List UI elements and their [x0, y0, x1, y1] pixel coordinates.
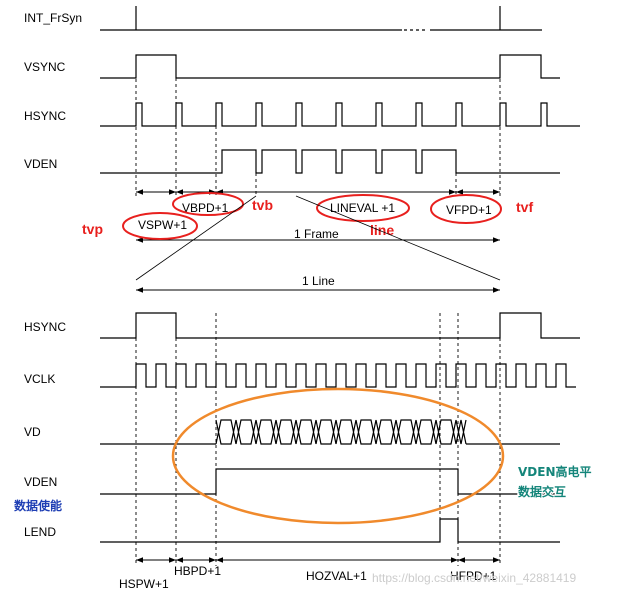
hsync-top-label: HSYNC: [24, 109, 66, 123]
hsync-bottom-waveform: [100, 312, 580, 339]
int-frsyn-label: INT_FrSyn: [24, 11, 82, 25]
svg-text:VDEN高电平: VDEN高电平: [518, 464, 592, 479]
line-annotation: line: [370, 222, 394, 238]
frame-dimension-arrows: [136, 189, 500, 243]
hsync-top-waveform: [100, 102, 580, 127]
hspw-label: HSPW+1: [119, 577, 169, 591]
orange-highlight-ellipse: [171, 387, 505, 525]
vsync-label: VSYNC: [24, 60, 66, 74]
hbpd-label: HBPD+1: [174, 564, 221, 578]
tvb-annotation: tvb: [252, 197, 273, 213]
int-frsyn-waveform: [100, 6, 542, 31]
vden-high-annotation: VDEN高电平 数据交互: [517, 463, 593, 501]
lend-waveform: [100, 518, 560, 543]
red-annotation-ellipses: [122, 192, 502, 240]
vbpd-label: VBPD+1: [182, 201, 229, 215]
vden-top-label: VDEN: [24, 157, 57, 171]
svg-text:数据交互: 数据交互: [518, 484, 566, 499]
vfpd-label: VFPD+1: [446, 203, 492, 217]
vclk-label: VCLK: [24, 372, 55, 386]
frame-label: 1 Frame: [294, 227, 339, 241]
hsync-bottom-label: HSYNC: [24, 320, 66, 334]
data-enable-annotation: 数据使能: [14, 498, 62, 513]
vden-bottom-label: VDEN: [24, 475, 57, 489]
zoom-projection-lines: [135, 195, 501, 281]
hozval-label: HOZVAL+1: [306, 569, 367, 583]
one-line-label: 1 Line: [302, 274, 335, 288]
hfpd-label: HFPD+1: [450, 569, 497, 583]
vd-label: VD: [24, 425, 41, 439]
tvf-annotation: tvf: [516, 199, 533, 215]
vclk-waveform: [100, 363, 576, 388]
vsync-waveform: [100, 54, 560, 79]
lend-label: LEND: [24, 525, 56, 539]
lineval-label: LINEVAL +1: [330, 201, 395, 215]
tvp-annotation: tvp: [82, 221, 103, 237]
vspw-label: VSPW+1: [138, 218, 187, 232]
bottom-guides: [135, 313, 501, 566]
vd-waveform: [100, 419, 560, 445]
vden-top-waveform: [100, 149, 560, 174]
watermark: https://blog.csdn.net/weixin_42881419: [372, 571, 576, 585]
